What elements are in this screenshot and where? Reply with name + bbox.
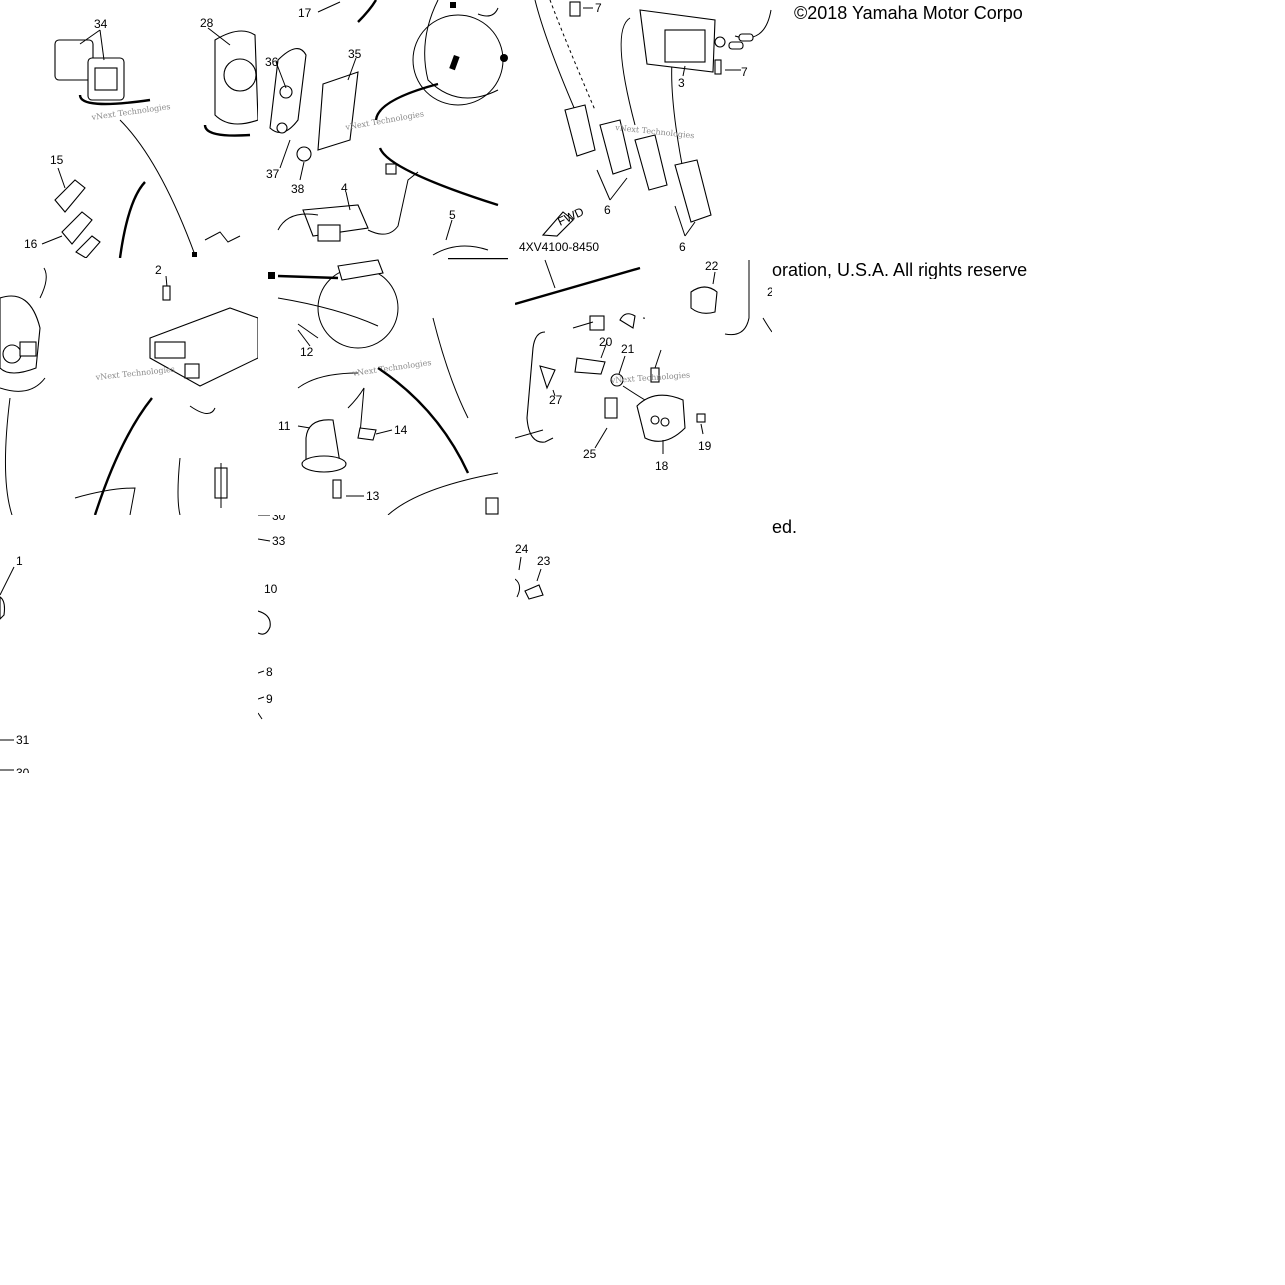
callout-31: 31 bbox=[16, 733, 30, 747]
diagram-tile-ecu: 2 vNext Technologies bbox=[0, 258, 258, 515]
callout-2: 2 bbox=[155, 263, 162, 277]
copyright-line-3: ed. bbox=[772, 518, 798, 536]
svg-text:vNext Technologies: vNext Technologies bbox=[351, 358, 432, 378]
callout-7b: 7 bbox=[741, 65, 748, 79]
callout-22: 22 bbox=[705, 259, 719, 273]
callout-18: 18 bbox=[655, 459, 669, 473]
callout-28: 28 bbox=[200, 16, 214, 30]
svg-text:vNext Technologies: vNext Technologies bbox=[344, 109, 425, 132]
part-code: 4XV4100-8450 bbox=[519, 240, 599, 254]
callout-3: 3 bbox=[678, 76, 685, 90]
diagram-tile-relays: 34 vNext Technologies 28 15 16 bbox=[0, 0, 258, 258]
callout-34: 34 bbox=[94, 17, 108, 31]
callout-6b: 6 bbox=[679, 240, 686, 254]
copyright-line-1: ©2018 Yamaha Motor Corpo bbox=[794, 4, 1023, 22]
diagram-tile-speed-sensor: 22 2 bbox=[645, 258, 772, 348]
callout-30b: 30 bbox=[272, 515, 286, 523]
diagram-tile-fastener: 24 23 bbox=[515, 515, 565, 605]
callout-4: 4 bbox=[341, 181, 348, 195]
callout-5: 5 bbox=[449, 208, 456, 222]
diagram-tile-left-strip: 1 31 30 bbox=[0, 515, 40, 773]
callout-13: 13 bbox=[366, 489, 380, 503]
callout-24: 24 bbox=[515, 542, 529, 556]
copyright-line-2: oration, U.S.A. All rights reserve bbox=[772, 261, 1028, 279]
callout-37: 37 bbox=[266, 167, 280, 181]
diagram-tile-regulator: 12 vNext Technologies 11 14 13 bbox=[258, 258, 515, 515]
callout-8: 8 bbox=[266, 665, 273, 679]
callout-25: 25 bbox=[583, 447, 597, 461]
diagram-tile-coil-bracket: 17 36 35 vNext Technologies 37 38 bbox=[258, 0, 515, 258]
diagram-tile-plug-caps: 7 3 7 vNext Technologies 6 bbox=[515, 0, 772, 258]
callout-23: 23 bbox=[537, 554, 551, 568]
callout-36: 36 bbox=[265, 55, 279, 69]
callout-16: 16 bbox=[24, 237, 38, 251]
callout-11: 11 bbox=[278, 419, 291, 433]
callout-9: 9 bbox=[266, 692, 273, 706]
callout-15: 15 bbox=[50, 153, 64, 167]
callout-1: 1 bbox=[16, 554, 23, 568]
callout-33: 33 bbox=[272, 534, 286, 548]
callout-12: 12 bbox=[300, 345, 314, 359]
callout-2b: 2 bbox=[767, 285, 772, 299]
diagram-tile-center-strip: 30 33 10 8 9 bbox=[258, 515, 298, 720]
callout-6: 6 bbox=[604, 203, 611, 217]
svg-text:vNext Technologies: vNext Technologies bbox=[610, 370, 691, 385]
callout-17: 17 bbox=[298, 6, 312, 20]
callout-19: 19 bbox=[698, 439, 712, 453]
callout-35: 35 bbox=[348, 47, 362, 61]
svg-text:vNext Technologies: vNext Technologies bbox=[94, 365, 175, 382]
callout-30: 30 bbox=[16, 766, 30, 773]
callout-20: 20 bbox=[599, 335, 613, 349]
callout-21: 21 bbox=[621, 342, 635, 356]
callout-7: 7 bbox=[595, 1, 602, 15]
callout-14: 14 bbox=[394, 423, 408, 437]
callout-27: 27 bbox=[549, 393, 563, 407]
callout-10: 10 bbox=[264, 582, 278, 596]
fwd-label: FWD bbox=[555, 204, 586, 228]
callout-38: 38 bbox=[291, 182, 305, 196]
